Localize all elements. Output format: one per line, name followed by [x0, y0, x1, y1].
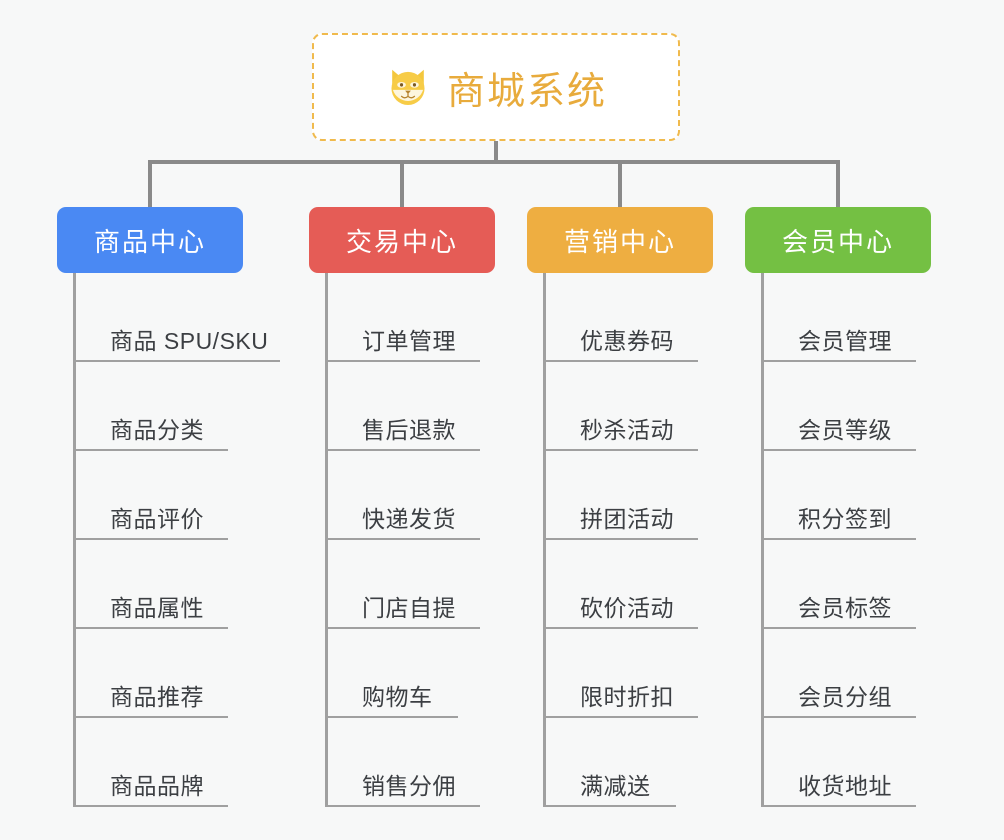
leaf-item[interactable]: 砍价活动 [546, 540, 717, 629]
category-box[interactable]: 交易中心 [309, 207, 495, 273]
leaf-item[interactable]: 商品品牌 [76, 718, 247, 807]
category-column: 商品中心商品 SPU/SKU 商品分类商品评价商品属性商品推荐商品品牌 [57, 207, 280, 807]
leaf-item[interactable]: 积分签到 [764, 451, 935, 540]
leaf-underline [76, 538, 228, 540]
leaf-label: 商品评价 [110, 506, 204, 532]
leaf-label: 优惠券码 [580, 328, 674, 354]
leaf-list: 优惠券码秒杀活动拼团活动砍价活动限时折扣满减送 [543, 273, 717, 807]
connector-root-stem [494, 141, 498, 163]
leaf-underline [764, 449, 916, 451]
leaf-underline [764, 538, 916, 540]
leaf-label: 商品 SPU/SKU [110, 328, 269, 354]
leaf-underline [328, 538, 480, 540]
leaf-item[interactable]: 快递发货 [328, 451, 499, 540]
leaf-item[interactable]: 满减送 [546, 718, 717, 807]
leaf-label: 秒杀活动 [580, 417, 674, 443]
leaf-label: 快递发货 [362, 506, 456, 532]
leaf-underline [328, 449, 480, 451]
leaf-label: 会员管理 [798, 328, 892, 354]
leaf-list: 订单管理售后退款快递发货门店自提购物车销售分佣 [325, 273, 499, 807]
leaf-item[interactable]: 商品评价 [76, 451, 247, 540]
leaf-underline [546, 449, 698, 451]
leaf-item[interactable]: 秒杀活动 [546, 362, 717, 451]
leaf-underline [328, 716, 458, 718]
leaf-label: 订单管理 [362, 328, 456, 354]
leaf-item[interactable]: 收货地址 [764, 718, 935, 807]
leaf-item[interactable]: 会员标签 [764, 540, 935, 629]
leaf-underline [328, 805, 480, 807]
dog-face-icon [385, 64, 431, 110]
leaf-underline [546, 627, 698, 629]
leaf-label: 购物车 [362, 684, 433, 710]
leaf-item[interactable]: 购物车 [328, 629, 499, 718]
category-label: 商品中心 [93, 226, 206, 257]
connector-drop-1 [148, 160, 152, 207]
leaf-label: 会员等级 [798, 417, 892, 443]
leaf-item[interactable]: 售后退款 [328, 362, 499, 451]
leaf-label: 销售分佣 [362, 773, 456, 799]
leaf-item[interactable]: 商品分类 [76, 362, 247, 451]
leaf-label: 拼团活动 [580, 506, 674, 532]
leaf-item[interactable]: 商品 SPU/SKU [76, 273, 280, 362]
leaf-label: 门店自提 [362, 595, 456, 621]
category-label: 会员中心 [781, 226, 894, 257]
leaf-label: 会员标签 [798, 595, 892, 621]
connector-drop-3 [618, 160, 622, 207]
connector-drop-2 [400, 160, 404, 207]
leaf-list: 会员管理会员等级积分签到会员标签会员分组收货地址 [761, 273, 935, 807]
leaf-underline [76, 449, 228, 451]
category-column: 交易中心订单管理售后退款快递发货门店自提购物车销售分佣 [309, 207, 499, 807]
category-label: 营销中心 [563, 226, 676, 257]
leaf-label: 售后退款 [362, 417, 456, 443]
leaf-underline [328, 627, 480, 629]
leaf-item[interactable]: 会员管理 [764, 273, 935, 362]
leaf-underline [546, 360, 698, 362]
leaf-item[interactable]: 商品属性 [76, 540, 247, 629]
leaf-label: 商品属性 [110, 595, 204, 621]
category-column: 会员中心会员管理会员等级积分签到会员标签会员分组收货地址 [745, 207, 935, 807]
leaf-item[interactable]: 订单管理 [328, 273, 499, 362]
leaf-item[interactable]: 会员分组 [764, 629, 935, 718]
root-node[interactable]: 商城系统 [312, 33, 680, 141]
leaf-underline [546, 538, 698, 540]
leaf-item[interactable]: 优惠券码 [546, 273, 717, 362]
leaf-underline [764, 360, 916, 362]
leaf-item[interactable]: 商品推荐 [76, 629, 247, 718]
leaf-label: 积分签到 [798, 506, 892, 532]
leaf-item[interactable]: 门店自提 [328, 540, 499, 629]
leaf-label: 满减送 [580, 773, 651, 799]
category-box[interactable]: 会员中心 [745, 207, 931, 273]
leaf-underline [764, 627, 916, 629]
leaf-underline [76, 716, 228, 718]
leaf-underline [76, 627, 228, 629]
leaf-underline [546, 716, 698, 718]
connector-horizontal-bus [148, 160, 840, 164]
leaf-list: 商品 SPU/SKU 商品分类商品评价商品属性商品推荐商品品牌 [73, 273, 280, 807]
category-box[interactable]: 商品中心 [57, 207, 243, 273]
leaf-item[interactable]: 限时折扣 [546, 629, 717, 718]
connector-drop-4 [836, 160, 840, 207]
leaf-underline [76, 805, 228, 807]
leaf-label: 限时折扣 [580, 684, 674, 710]
leaf-underline [546, 805, 676, 807]
leaf-item[interactable]: 销售分佣 [328, 718, 499, 807]
category-box[interactable]: 营销中心 [527, 207, 713, 273]
leaf-label: 会员分组 [798, 684, 892, 710]
leaf-item[interactable]: 会员等级 [764, 362, 935, 451]
category-column: 营销中心优惠券码秒杀活动拼团活动砍价活动限时折扣满减送 [527, 207, 717, 807]
leaf-underline [764, 805, 916, 807]
leaf-underline [764, 716, 916, 718]
leaf-underline [328, 360, 480, 362]
leaf-label: 收货地址 [798, 773, 892, 799]
leaf-label: 砍价活动 [580, 595, 674, 621]
leaf-label: 商品品牌 [110, 773, 204, 799]
root-title: 商城系统 [446, 70, 607, 113]
category-label: 交易中心 [345, 226, 458, 257]
leaf-item[interactable]: 拼团活动 [546, 451, 717, 540]
leaf-label: 商品推荐 [110, 684, 204, 710]
leaf-label: 商品分类 [110, 417, 204, 443]
leaf-underline [76, 360, 280, 362]
